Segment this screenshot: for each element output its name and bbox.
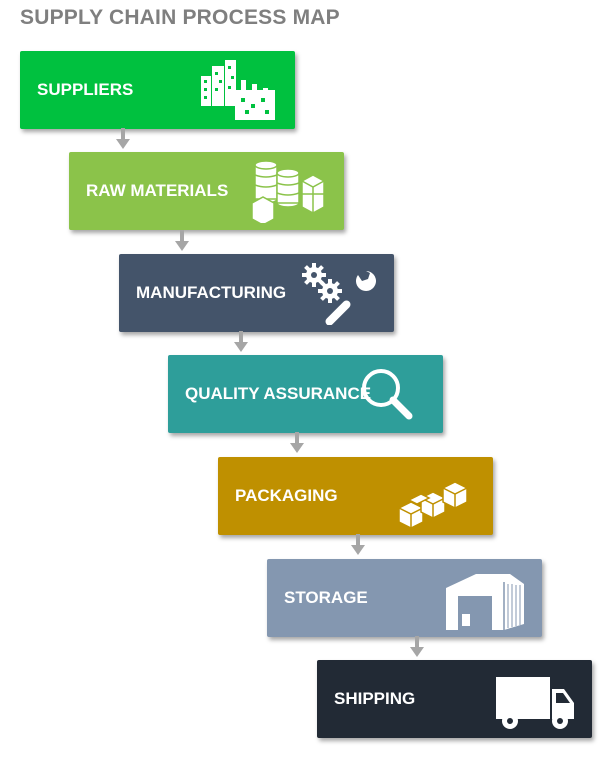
page-title: SUPPLY CHAIN PROCESS MAP: [20, 6, 340, 29]
truck-icon: [496, 677, 574, 729]
step-label: SHIPPING: [334, 689, 416, 708]
step-shipping: SHIPPING: [317, 660, 592, 738]
step-label: QUALITY ASSURANCE: [185, 384, 372, 403]
down-arrow-icon: [351, 534, 365, 555]
step-packaging: PACKAGING: [218, 457, 493, 535]
gears-wrench-icon: [302, 263, 376, 325]
step-suppliers: SUPPLIERS: [20, 51, 295, 129]
step-label: RAW MATERIALS: [86, 181, 229, 200]
down-arrow-icon: [116, 128, 130, 149]
step-quality-assurance: QUALITY ASSURANCE: [168, 355, 443, 433]
step-label: PACKAGING: [235, 486, 338, 505]
factory-icon: [201, 60, 275, 120]
step-raw-materials: RAW MATERIALS: [69, 152, 344, 230]
step-label: SUPPLIERS: [37, 80, 134, 99]
step-manufacturing: MANUFACTURING: [119, 254, 394, 332]
warehouse-icon: [446, 574, 524, 630]
step-label: STORAGE: [284, 588, 368, 607]
step-label: MANUFACTURING: [136, 283, 287, 302]
step-storage: STORAGE: [267, 559, 542, 637]
down-arrow-icon: [290, 432, 304, 453]
down-arrow-icon: [175, 230, 189, 251]
boxes-icon: [398, 481, 468, 528]
materials-icon: [251, 160, 325, 223]
down-arrow-icon: [410, 636, 424, 657]
down-arrow-icon: [234, 331, 248, 352]
magnifier-icon: [362, 369, 413, 420]
